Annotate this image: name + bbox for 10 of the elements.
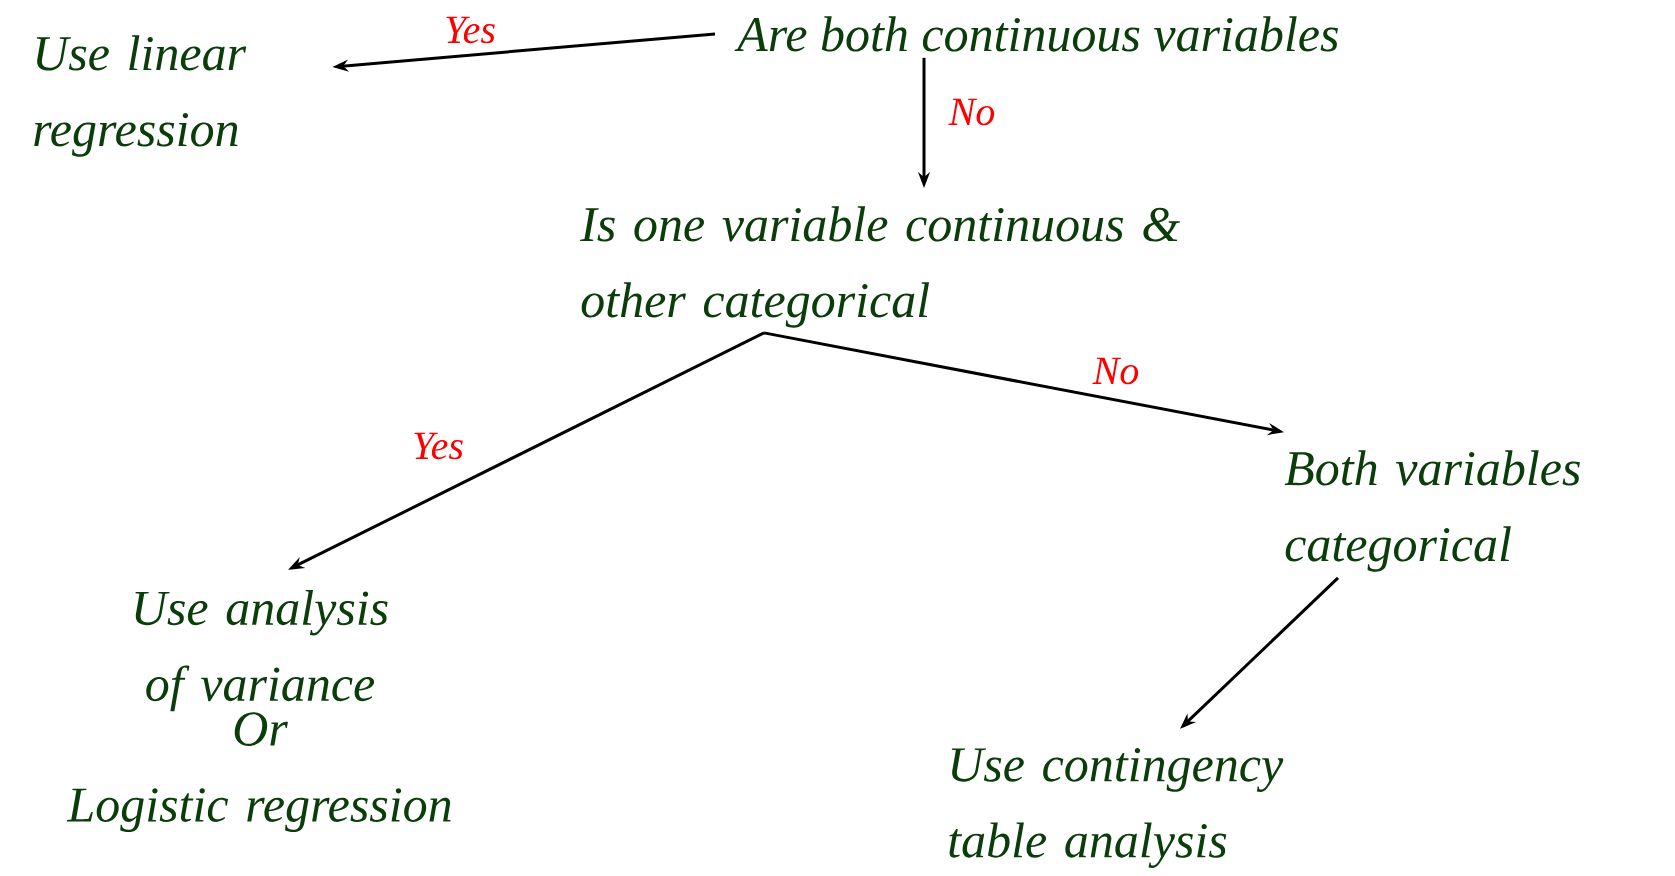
- edge-label: No: [947, 97, 997, 127]
- question-text: Is one variable continuous & other categorical: [580, 206, 1180, 328]
- question-text: Use contingency table analysis: [949, 748, 1284, 868]
- question-text: Are both continuous variables: [734, 16, 1338, 52]
- question-text: Use analysis of variance Or Logistic regression: [66, 589, 451, 833]
- edge-label: Yes: [443, 15, 497, 45]
- edge-label: Yes: [411, 431, 465, 461]
- question-text: Both variables categorical: [1284, 450, 1580, 572]
- question-text: Use linear regression: [34, 35, 247, 157]
- edge-label: No: [1091, 356, 1141, 386]
